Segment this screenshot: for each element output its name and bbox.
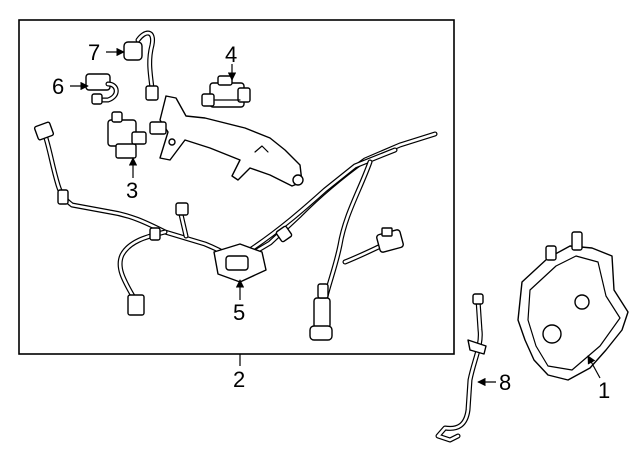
callout-2: 2 (233, 367, 245, 392)
vacuum-solenoid (107, 111, 147, 159)
temperature-sensor (123, 30, 159, 101)
wiring-harness (33, 121, 438, 341)
callout-5: 5 (233, 300, 245, 325)
callout-1: 1 (598, 378, 610, 403)
callout-3: 3 (126, 178, 138, 203)
control-module (517, 231, 629, 381)
leader-1 (587, 355, 601, 379)
mounting-bracket (149, 95, 304, 187)
vacuum-hose (435, 293, 487, 443)
callout-7: 7 (88, 40, 100, 65)
assembly-frame (18, 19, 455, 355)
pressure-sensor (85, 73, 119, 105)
callout-8: 8 (499, 370, 511, 395)
callout-4: 4 (225, 42, 237, 67)
solenoid-valve (201, 75, 251, 108)
callout-6: 6 (52, 74, 64, 99)
